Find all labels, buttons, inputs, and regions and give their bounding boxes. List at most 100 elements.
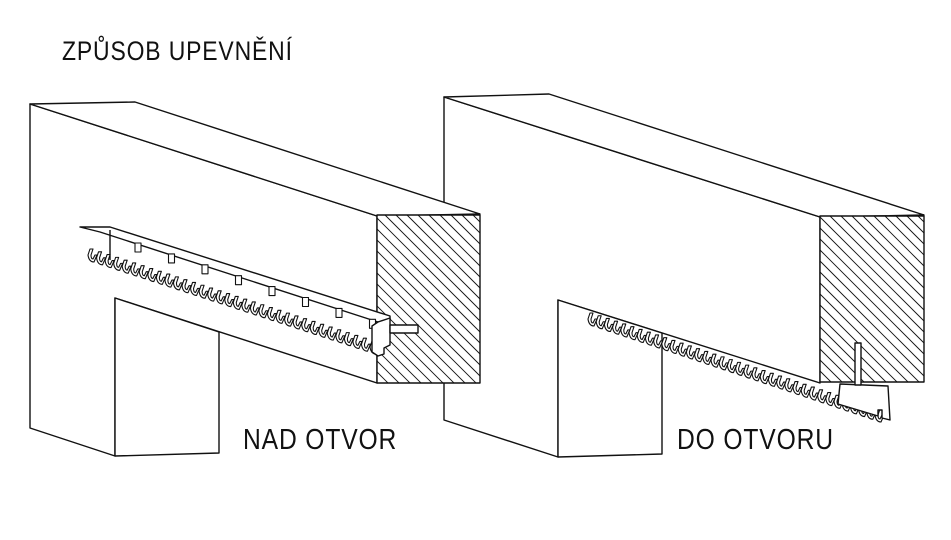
hatch-line: [852, 216, 924, 288]
bracket-tooth: [191, 282, 200, 295]
hatch-line: [841, 216, 924, 299]
wall-opening-jamb: [115, 298, 219, 456]
bracket-tooth: [208, 288, 217, 301]
bracket-tooth: [670, 340, 679, 353]
anchor-pin: [390, 325, 418, 333]
hatch-line: [820, 228, 924, 332]
bracket-tooth: [165, 274, 174, 287]
bracket-end-plate: [838, 384, 890, 420]
hatch-line: [440, 215, 480, 255]
bracket-tooth: [199, 285, 208, 298]
wall-section-hatched: [377, 215, 480, 383]
bracket-clip: [303, 298, 309, 307]
hatch-line: [907, 216, 924, 233]
bracket-tooth: [173, 277, 182, 290]
hatch-line: [820, 327, 875, 382]
bracket-tooth: [662, 338, 671, 351]
bracket-tooth: [285, 313, 294, 326]
hatch-line: [820, 239, 924, 343]
bracket-tooth: [148, 269, 157, 282]
hatch-line: [377, 350, 410, 383]
wall-top-face: [30, 102, 480, 216]
bracket-tooth: [719, 357, 728, 370]
bracket-tooth: [818, 390, 827, 403]
hatch-line: [820, 261, 924, 365]
bracket-tooth: [131, 263, 140, 276]
hatch-line: [418, 215, 480, 277]
bracket-tooth: [629, 327, 638, 340]
hatch-line: [377, 218, 480, 321]
bracket-tooth: [621, 324, 630, 337]
hatch-line: [820, 294, 908, 382]
wall-section-hatched: [820, 216, 924, 382]
bracket-tooth: [596, 316, 605, 329]
bracket-tooth: [353, 335, 362, 348]
bracket-tooth: [801, 384, 810, 397]
hatch-line: [820, 250, 924, 354]
bracket-tooth: [809, 387, 818, 400]
bracket-tooth: [225, 294, 234, 307]
label-do-otvoru: DO OTVORU: [677, 424, 834, 456]
bracket-tooth: [233, 296, 242, 309]
hatch-line: [820, 283, 919, 382]
bracket-tooth: [752, 368, 761, 381]
bracket-tooth: [182, 280, 191, 293]
hatch-line: [896, 216, 924, 244]
hatch-line: [820, 349, 853, 382]
bracket-clip: [169, 254, 175, 263]
bracket-tooth: [105, 255, 114, 268]
hatch-line: [830, 216, 924, 310]
bracket-tooth: [736, 362, 745, 375]
bracket-tooth: [768, 373, 777, 386]
hatch-line: [451, 215, 480, 244]
hatch-line: [377, 372, 388, 383]
bracket-clip: [269, 287, 275, 296]
bracket-tooth: [327, 327, 336, 340]
bracket-tooth: [319, 324, 328, 337]
figure-do-otvoru: [444, 94, 924, 457]
bracket-tooth: [97, 252, 106, 265]
hatch-line: [377, 229, 480, 332]
bracket-tooth: [336, 330, 345, 343]
bracket-clip: [135, 243, 141, 252]
bracket-tooth: [302, 319, 311, 332]
bracket-tooth: [604, 318, 613, 331]
bracket-tooth: [259, 305, 268, 318]
hatch-line: [820, 360, 842, 382]
bracket-tooth: [156, 271, 165, 284]
page-title: ZPŮSOB UPEVNĚNÍ: [62, 36, 293, 66]
bracket-tooth: [645, 332, 654, 345]
wall-opening-jamb: [558, 300, 662, 457]
bracket-tooth: [588, 313, 597, 326]
bracket-tooth: [711, 354, 720, 367]
figure-nad-otvor: [30, 102, 480, 456]
bracket-tooth: [613, 321, 622, 334]
hatch-line: [473, 215, 480, 222]
bracket-tooth: [826, 393, 835, 406]
hatch-line: [820, 272, 924, 376]
hatch-line: [377, 262, 480, 365]
bracket-clip: [202, 265, 208, 274]
hatch-line: [407, 215, 480, 288]
bracket-tooth: [686, 346, 695, 359]
hatch-line: [377, 240, 480, 343]
hatch-line: [885, 216, 924, 255]
bracket-tooth: [760, 371, 769, 384]
hatch-line: [385, 215, 480, 310]
bracket-tooth: [695, 349, 704, 362]
bracket-tooth: [785, 379, 794, 392]
hatch-line: [863, 216, 924, 277]
bracket-tooth: [250, 302, 259, 315]
bracket-clips: [135, 243, 376, 328]
hatch-line: [429, 215, 480, 266]
bracket-tooth: [276, 310, 285, 323]
hatch-line: [820, 371, 831, 382]
bracket-tooth: [88, 249, 97, 262]
bracket-tooth: [114, 257, 123, 270]
bracket-tooth: [242, 299, 251, 312]
bracket-tooth: [122, 260, 131, 273]
bracket-tooth: [310, 321, 319, 334]
hatch-line: [820, 316, 886, 382]
hatch-line: [377, 295, 465, 383]
